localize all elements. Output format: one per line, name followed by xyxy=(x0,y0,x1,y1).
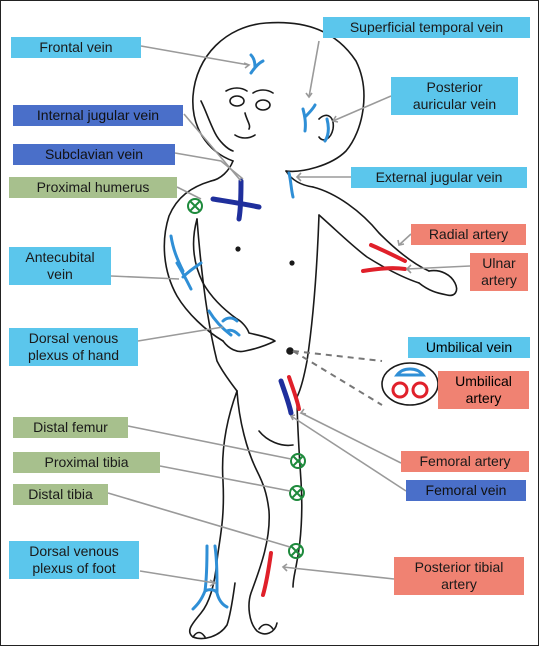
label-posterior-auricular-vein: Posterior auricular vein xyxy=(391,77,518,115)
label-umbilical-artery: Umbilical artery xyxy=(438,371,529,409)
umbilical-cord-cross-section xyxy=(292,350,439,406)
label-internal-jugular-vein: Internal jugular vein xyxy=(13,105,183,126)
label-superficial-temporal-vein: Superficial temporal vein xyxy=(323,17,530,38)
radial-artery-mark xyxy=(369,243,407,263)
antecubital-vein-mark xyxy=(175,261,203,291)
internal-jugular-vein-mark xyxy=(236,178,244,222)
arteries xyxy=(261,243,407,597)
hand-plexus-mark xyxy=(207,309,241,337)
label-distal-femur: Distal femur xyxy=(13,417,128,438)
label-radial-artery: Radial artery xyxy=(411,224,526,245)
label-dorsal-venous-plexus-foot: Dorsal venous plexus of foot xyxy=(9,541,139,579)
arm-vein-mark xyxy=(169,234,185,273)
superficial-veins xyxy=(169,53,330,611)
proximal-humerus-site xyxy=(187,198,203,214)
label-antecubital-vein: Antecubital vein xyxy=(9,247,111,285)
distal-tibia-site xyxy=(288,543,304,559)
deep-veins xyxy=(210,178,294,416)
superficial-temporal-vein-mark xyxy=(301,103,317,133)
label-external-jugular-vein: External jugular vein xyxy=(351,167,527,188)
proximal-tibia-site xyxy=(289,485,305,501)
label-posterior-tibial-artery: Posterior tibial artery xyxy=(394,557,524,595)
posterior-auricular-vein-mark xyxy=(323,117,330,143)
label-distal-tibia: Distal tibia xyxy=(13,484,108,505)
posterior-tibial-artery-mark xyxy=(261,551,273,597)
label-proximal-tibia: Proximal tibia xyxy=(13,452,160,473)
foot-plexus-mark xyxy=(191,544,229,611)
label-frontal-vein: Frontal vein xyxy=(11,37,141,58)
subclavian-vein-mark xyxy=(210,196,262,210)
leader-lines xyxy=(107,40,471,587)
intraosseous-sites xyxy=(187,198,306,559)
external-jugular-vein-mark xyxy=(287,171,295,199)
ulnar-artery-mark xyxy=(361,266,407,273)
label-dorsal-venous-plexus-hand: Dorsal venous plexus of hand xyxy=(9,328,138,366)
label-femoral-vein: Femoral vein xyxy=(406,480,526,501)
label-umbilical-vein: Umbilical vein xyxy=(408,337,530,358)
femoral-artery-mark xyxy=(287,375,301,411)
distal-femur-site xyxy=(290,453,306,469)
label-subclavian-vein: Subclavian vein xyxy=(13,144,175,165)
femoral-vein-mark xyxy=(278,378,294,416)
frontal-vein-mark xyxy=(249,53,265,75)
label-proximal-humerus: Proximal humerus xyxy=(9,177,177,198)
label-ulnar-artery: Ulnar artery xyxy=(470,253,528,291)
label-femoral-artery: Femoral artery xyxy=(401,451,529,472)
